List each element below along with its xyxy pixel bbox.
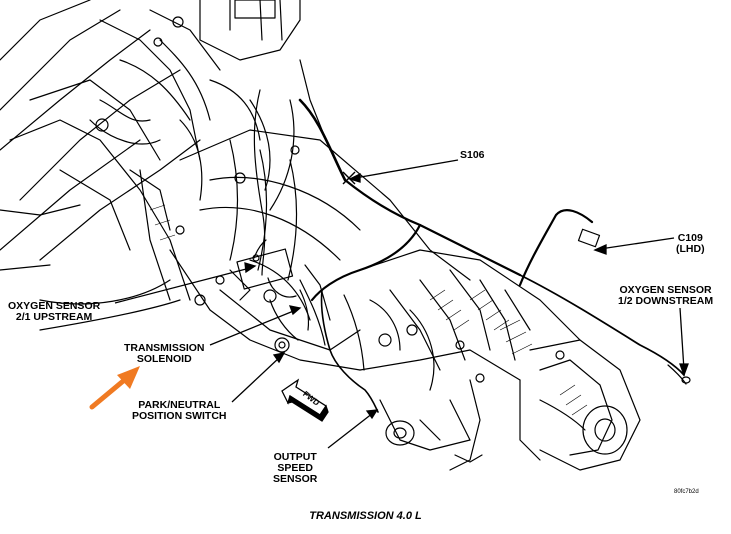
o2-upstream-label: OXYGEN SENSOR 2/1 UPSTREAM (8, 301, 100, 323)
o2-downstream-label: OXYGEN SENSOR 1/2 DOWNSTREAM (618, 285, 713, 307)
oss-line3: SENSOR (273, 473, 318, 485)
o2-downstream-line1: OXYGEN SENSOR (619, 284, 712, 296)
o2-upstream-line1: OXYGEN SENSOR (8, 300, 101, 312)
fwd-arrow (281, 378, 329, 422)
c109-line1: C109 (677, 232, 703, 244)
c109-label: C109 (LHD) (676, 233, 705, 255)
oss-line1: OUTPUT (273, 451, 317, 463)
solenoid-line2: SOLENOID (136, 353, 192, 365)
highlight-arrow (89, 366, 140, 410)
transmission-solenoid-label: TRANSMISSION SOLENOID (124, 343, 205, 365)
oss-line2: SPEED (277, 462, 313, 474)
c109-line2: (LHD) (676, 243, 705, 255)
s106-label: S106 (460, 149, 485, 161)
figure-number: 80fc7b2d (674, 489, 699, 495)
solenoid-line1: TRANSMISSION (124, 342, 205, 354)
o2-upstream-line2: 2/1 UPSTREAM (15, 311, 93, 323)
pnp-line1: PARK/NEUTRAL (138, 399, 221, 411)
pnp-line2: POSITION SWITCH (132, 410, 227, 422)
figure-caption: TRANSMISSION 4.0 L (309, 510, 422, 522)
output-speed-sensor-label: OUTPUT SPEED SENSOR (273, 452, 317, 485)
o2-downstream-line2: 1/2 DOWNSTREAM (618, 295, 714, 307)
park-neutral-switch-label: PARK/NEUTRAL POSITION SWITCH (132, 400, 227, 422)
